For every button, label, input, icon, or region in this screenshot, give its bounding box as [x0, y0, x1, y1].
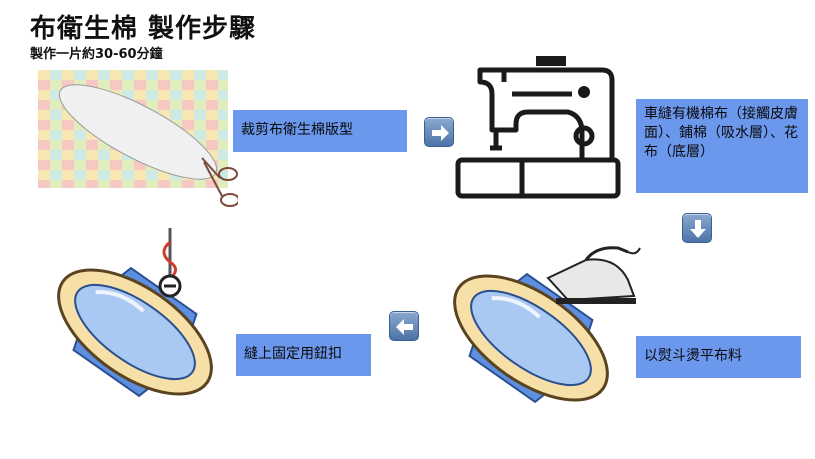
- step-4-label: 縫上固定用鈕扣: [236, 334, 371, 376]
- arrow-left-icon: [389, 311, 419, 341]
- pad-with-button-illustration: [57, 228, 213, 398]
- step-3-label: 以熨斗燙平布料: [636, 336, 801, 378]
- page-subtitle: 製作一片約30-60分鐘: [30, 47, 163, 62]
- pad-with-iron-illustration: [453, 246, 641, 404]
- arrow-down-icon: [682, 213, 712, 243]
- step-2-label: 車縫有機棉布（接觸皮膚面）、鋪棉（吸水層）、花布（底層）: [636, 99, 808, 193]
- page-title: 布衛生棉 製作步驟: [30, 14, 257, 44]
- step-1-label: 裁剪布衛生棉版型: [233, 110, 407, 152]
- fabric-pattern-scissors-illustration: [38, 70, 238, 207]
- sewing-machine-icon: [455, 56, 621, 199]
- scissors-icon: [201, 157, 238, 207]
- arrow-right-icon: [424, 117, 454, 147]
- needle-icon: [162, 228, 177, 282]
- iron-icon: [546, 246, 641, 304]
- button-icon: [158, 274, 182, 298]
